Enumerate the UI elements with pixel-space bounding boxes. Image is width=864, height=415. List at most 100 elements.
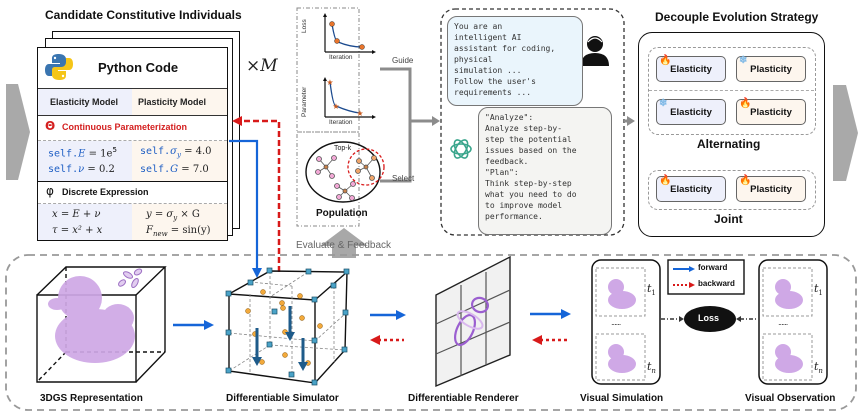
joint-label: Joint: [714, 212, 743, 226]
discrete-header: φ Discrete Expression: [38, 181, 227, 204]
fire-icon: 🔥: [739, 175, 752, 186]
population-frame: [296, 131, 360, 227]
strategy-box: [638, 32, 825, 237]
alternating-divider: [649, 90, 814, 91]
llm-response-bubble: "Analyze": Analyze step-by- step the pot…: [478, 107, 612, 235]
cluster-1: [315, 155, 337, 179]
python-header: Python Code: [38, 48, 227, 89]
visual-observation-label: Visual Observation: [745, 393, 836, 404]
sim-frame-t1: [595, 267, 646, 317]
candidate-title: Candidate Constitutive Individuals: [45, 8, 242, 22]
alt1-plasticity-chip: ❄Plasticity: [736, 55, 806, 82]
backward-up-arrow: [240, 119, 281, 272]
left-chevron-icon: [6, 84, 30, 180]
forward-arrow-icon: [396, 310, 406, 320]
plastic-exprs: y = σy × G Fnew = sin(y): [132, 204, 227, 240]
legend-backward-arrow-icon: [689, 282, 695, 288]
multiplier-label: ×M: [246, 56, 278, 76]
lattice-nodes: [225, 267, 350, 386]
duck-obs-t1: [775, 279, 803, 309]
parameter-plot: ★ ★ ★: [323, 77, 376, 119]
continuous-divider: [38, 140, 227, 141]
python-code-label: Python Code: [98, 60, 179, 75]
expr-tau: τ = x² + x: [52, 225, 103, 236]
elastic-params: self.E = 1e5 self.ν = 0.2: [38, 141, 132, 181]
obs-frame-tn: [762, 333, 813, 381]
elastic-exprs: x = E + ν τ = x² + x: [38, 204, 132, 240]
loss-point: [359, 44, 365, 50]
simulator-lattice: [228, 270, 349, 384]
param-xlabel: Iteration: [329, 119, 353, 126]
loss-point: [329, 21, 335, 27]
visual-simulation-frame: [591, 259, 661, 385]
discrete-divider: [38, 203, 227, 204]
legend-forward-arrow-icon: [689, 266, 695, 272]
visual-simulation-label: Visual Simulation: [580, 393, 664, 404]
obs-frame-t1: [762, 267, 813, 317]
loss-point: [334, 38, 340, 44]
obs-t1-label: t1: [814, 282, 823, 298]
continuous-title: Continuous Parameterization: [62, 122, 188, 132]
plasticity-model-label: Plasticity Model: [138, 97, 207, 107]
topk-label: Top-k: [334, 145, 352, 152]
sim-t1-label: t1: [647, 282, 656, 298]
sim-frame-tn: [595, 333, 646, 381]
chatgpt-icon: [450, 139, 472, 159]
guide-select-bracket: [380, 67, 432, 183]
snowflake-icon: ❄: [739, 55, 748, 66]
param-nu: self.ν = 0.2: [48, 164, 115, 175]
backward-arrow-icon: [532, 335, 542, 345]
plasticity-model-cell: Plasticity Model: [132, 89, 227, 116]
user-icon: [581, 36, 609, 66]
loss-xlabel: Iteration: [329, 54, 353, 61]
duck-sim-t1: [608, 279, 636, 309]
joint-elasticity-chip: 🔥Elasticity: [656, 175, 726, 202]
backward-arrow-icon: [370, 335, 380, 345]
lattice-inner: [228, 271, 347, 375]
legend-box: [667, 259, 745, 295]
forward-down-arrow: [229, 139, 259, 270]
loss-ellipse: [684, 306, 736, 332]
joint-plasticity-chip: 🔥Plasticity: [736, 175, 806, 202]
system-prompt-bubble: You are an intelligent AI assistant for …: [447, 16, 583, 106]
continuous-header: Θ Continuous Parameterization: [38, 116, 227, 140]
snowflake-icon: ❄: [659, 98, 668, 109]
bracket-arrowhead: [432, 116, 440, 126]
population-label: Population: [316, 208, 368, 219]
param-e: self.E = 1e5: [48, 146, 117, 160]
param-g: self.G = 7.0: [140, 164, 209, 175]
lattice-particles: [245, 289, 323, 366]
cluster-3: [334, 181, 356, 201]
expr-x: x = E + ν: [52, 209, 101, 220]
duck-obs-tn: [775, 344, 803, 373]
theta-icon: Θ: [45, 119, 56, 133]
sim-ellipsis: ......: [611, 318, 621, 327]
strategy-title: Decouple Evolution Strategy: [655, 10, 819, 24]
plastic-params: self.σy = 4.0 self.G = 7.0: [132, 141, 227, 181]
phi-icon: φ: [46, 184, 54, 198]
select-label: Select: [392, 174, 415, 183]
python-code-card: Python Code Elasticity Model Plasticity …: [37, 47, 228, 241]
legend-forward-label: forward: [698, 263, 728, 272]
gaussian-ellipses-icon: [118, 268, 143, 289]
population-ellipse: [305, 141, 381, 203]
force-arrows: [255, 306, 305, 363]
alt1-elasticity-chip: 🔥Elasticity: [656, 55, 726, 82]
topk-circle: [347, 148, 385, 186]
feedback-arrow-icon: [320, 228, 368, 258]
sim-tn-label: tn: [647, 360, 656, 376]
elasticity-model-label: Elasticity Model: [50, 97, 119, 107]
expr-y: y = σy × G: [146, 209, 200, 222]
alt2-elasticity-chip: ❄Elasticity: [656, 98, 726, 125]
renderer-panel: [435, 255, 511, 388]
loss-plot: [323, 13, 376, 54]
guide-label: Guide: [392, 56, 414, 65]
gs-representation-label: 3DGS Representation: [40, 393, 143, 404]
evaluate-feedback-label: Evaluate & Feedback: [296, 240, 392, 251]
alt2-plasticity-chip: 🔥Plasticity: [736, 98, 806, 125]
alternating-group: [648, 47, 816, 135]
joint-group: [648, 170, 816, 210]
param-star: ★: [332, 102, 339, 111]
param-star: ★: [356, 109, 363, 118]
